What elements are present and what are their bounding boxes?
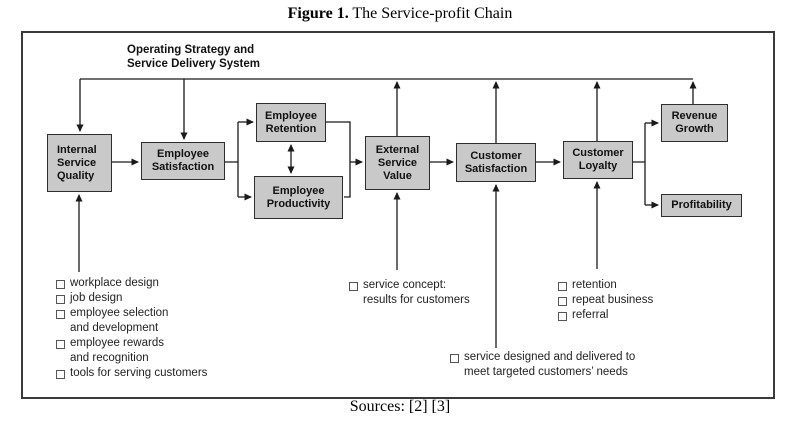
list-loyalty-outcomes: retention repeat business referral	[558, 278, 653, 323]
list-item: employee rewards and recognition	[56, 336, 207, 366]
node-external-service-value: External Service Value	[365, 136, 430, 190]
sources-text: Sources: [2] [3]	[349, 398, 451, 415]
checkbox-icon	[56, 294, 65, 304]
list-item-text: and recognition	[70, 352, 149, 364]
list-item-text: service designed and delivered to	[464, 351, 636, 363]
split-to-growth-profit	[633, 123, 646, 205]
checkbox-icon	[558, 311, 567, 321]
list-item-text: results for customers	[363, 294, 470, 306]
list-service-concept: service concept: results for customers	[349, 278, 470, 308]
node-internal-service-quality: Internal Service Quality	[47, 134, 112, 192]
list-item-text: employee selection	[70, 307, 169, 319]
split-to-retention-productivity	[225, 122, 239, 197]
list-item-text: employee rewards	[70, 337, 164, 349]
list-item-text: tools for serving customers	[70, 367, 208, 379]
checkbox-icon	[56, 309, 65, 319]
node-employee-productivity: Employee Productivity	[254, 176, 343, 219]
figure-label: Figure 1.	[287, 5, 349, 22]
figure-title-text: The Service-profit Chain	[348, 5, 513, 22]
list-item: service concept: results for customers	[349, 278, 470, 308]
checkbox-icon	[349, 281, 358, 291]
list-item-text: meet targeted customers’ needs	[464, 366, 628, 378]
node-employee-satisfaction: Employee Satisfaction	[141, 142, 225, 180]
list-item-text: service concept:	[363, 279, 447, 291]
checkbox-icon	[56, 339, 65, 349]
node-customer-satisfaction: Customer Satisfaction	[456, 143, 536, 182]
list-item: employee selection and development	[56, 306, 207, 336]
list-item: workplace design	[56, 276, 207, 291]
merge-to-external-value	[326, 121, 351, 198]
list-item-text: workplace design	[70, 277, 159, 289]
checkbox-icon	[558, 281, 567, 291]
operating-strategy-line1: Operating Strategy and	[127, 44, 255, 56]
figure-title: Figure 1. The Service-profit Chain	[0, 5, 800, 23]
diagram-frame: Operating Strategy and Service Delivery …	[21, 31, 775, 399]
list-item: referral	[558, 308, 653, 323]
operating-strategy-line2: Service Delivery System	[127, 57, 260, 70]
sources-caption: Sources: [2] [3]	[0, 398, 800, 416]
list-item-text: referral	[572, 309, 609, 321]
list-item: job design	[56, 291, 207, 306]
list-item: tools for serving customers	[56, 366, 207, 381]
checkbox-icon	[56, 369, 65, 379]
list-item-text: job design	[70, 292, 123, 304]
node-employee-retention: Employee Retention	[256, 103, 326, 142]
note-targeted-needs: service designed and delivered to meet ta…	[450, 350, 635, 380]
list-item-text: retention	[572, 279, 617, 291]
list-item-text: repeat business	[572, 294, 654, 306]
connector-arrows	[75, 78, 697, 348]
operating-strategy-label: Operating Strategy and Service Delivery …	[127, 44, 260, 71]
node-profitability: Profitability	[661, 194, 742, 217]
checkbox-icon	[56, 279, 65, 289]
checkbox-icon	[558, 296, 567, 306]
list-internal-quality-drivers: workplace design job design employee sel…	[56, 276, 207, 381]
list-item: service designed and delivered to meet ta…	[450, 350, 635, 380]
list-item: retention	[558, 278, 653, 293]
checkbox-icon	[450, 353, 459, 363]
list-item-text: and development	[70, 322, 159, 334]
node-revenue-growth: Revenue Growth	[661, 104, 728, 142]
node-customer-loyalty: Customer Loyalty	[563, 141, 633, 179]
list-item: repeat business	[558, 293, 653, 308]
